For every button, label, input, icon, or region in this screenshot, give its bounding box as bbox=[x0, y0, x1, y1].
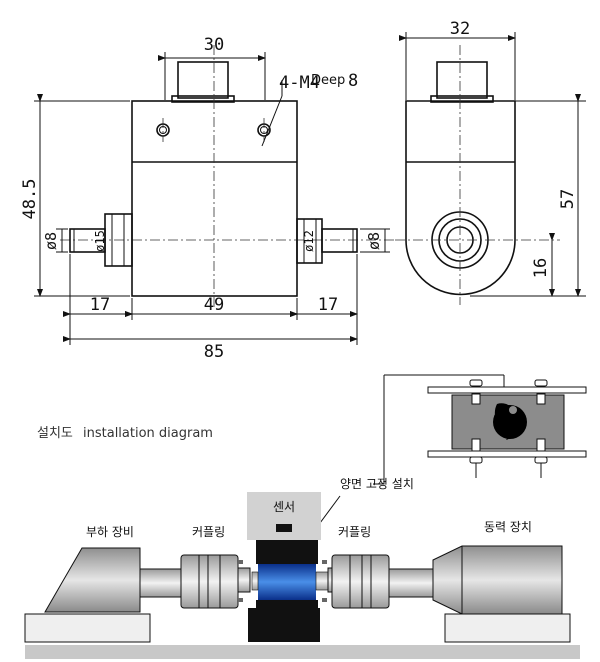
dim-top-width: 30 bbox=[204, 35, 224, 55]
installation-title-ko: 설치도 bbox=[37, 426, 73, 441]
side-view: 32 57 16 bbox=[395, 19, 586, 305]
mounting-detail bbox=[427, 379, 587, 478]
installation-diagram: 설치도 installation diagram bbox=[24, 374, 587, 659]
connector bbox=[177, 61, 229, 99]
side-connector bbox=[436, 61, 488, 99]
dim-left-shaft-dia: ø8 bbox=[42, 232, 60, 250]
dim-total-len: 85 bbox=[204, 342, 224, 362]
left-shaft bbox=[69, 228, 106, 253]
sensor-label: 센서 bbox=[273, 500, 295, 514]
load-device-label: 부하 장비 bbox=[86, 525, 134, 539]
coupling-left bbox=[180, 554, 251, 609]
sensor-bore-icon bbox=[493, 405, 527, 439]
installation-title-en: installation diagram bbox=[83, 426, 213, 441]
load-base bbox=[24, 613, 151, 643]
deep-label: Deep bbox=[311, 73, 345, 88]
load-device bbox=[44, 547, 183, 613]
dim-right-shaft-dia: ø8 bbox=[365, 232, 383, 250]
thread-note: 4-M4 bbox=[279, 73, 320, 93]
ground bbox=[25, 645, 580, 659]
dim-side-width: 32 bbox=[450, 19, 470, 39]
coupling-right-label: 커플링 bbox=[338, 525, 371, 539]
dim-side-height: 57 bbox=[558, 189, 578, 209]
front-view: 30 4-M4 Deep 8 48.5 ø8 ø15 ø12 ø8 1 bbox=[20, 35, 395, 362]
coupling-right bbox=[322, 554, 390, 609]
dim-side-axis-height: 16 bbox=[531, 258, 551, 278]
power-base bbox=[444, 613, 571, 643]
both-side-fix-label: 양면 고정 설치 bbox=[340, 477, 414, 491]
dim-left-flange-dia: ø15 bbox=[93, 230, 107, 252]
sensor-base bbox=[248, 608, 320, 642]
deep-value: 8 bbox=[348, 71, 358, 91]
dim-right-flange-dia: ø12 bbox=[302, 230, 316, 252]
right-shaft bbox=[321, 228, 358, 253]
sensor-assembly bbox=[247, 492, 333, 642]
dim-right-shaft-len: 17 bbox=[318, 295, 338, 315]
coupling-left-label: 커플링 bbox=[192, 525, 225, 539]
sensor-body bbox=[131, 100, 298, 297]
dim-body-len: 49 bbox=[204, 295, 224, 315]
power-device bbox=[388, 545, 563, 615]
connector-base bbox=[171, 95, 235, 103]
power-device-label: 동력 장치 bbox=[484, 520, 532, 534]
side-body bbox=[405, 100, 516, 296]
dim-height: 48.5 bbox=[20, 179, 40, 220]
dim-left-shaft-len: 17 bbox=[90, 295, 110, 315]
